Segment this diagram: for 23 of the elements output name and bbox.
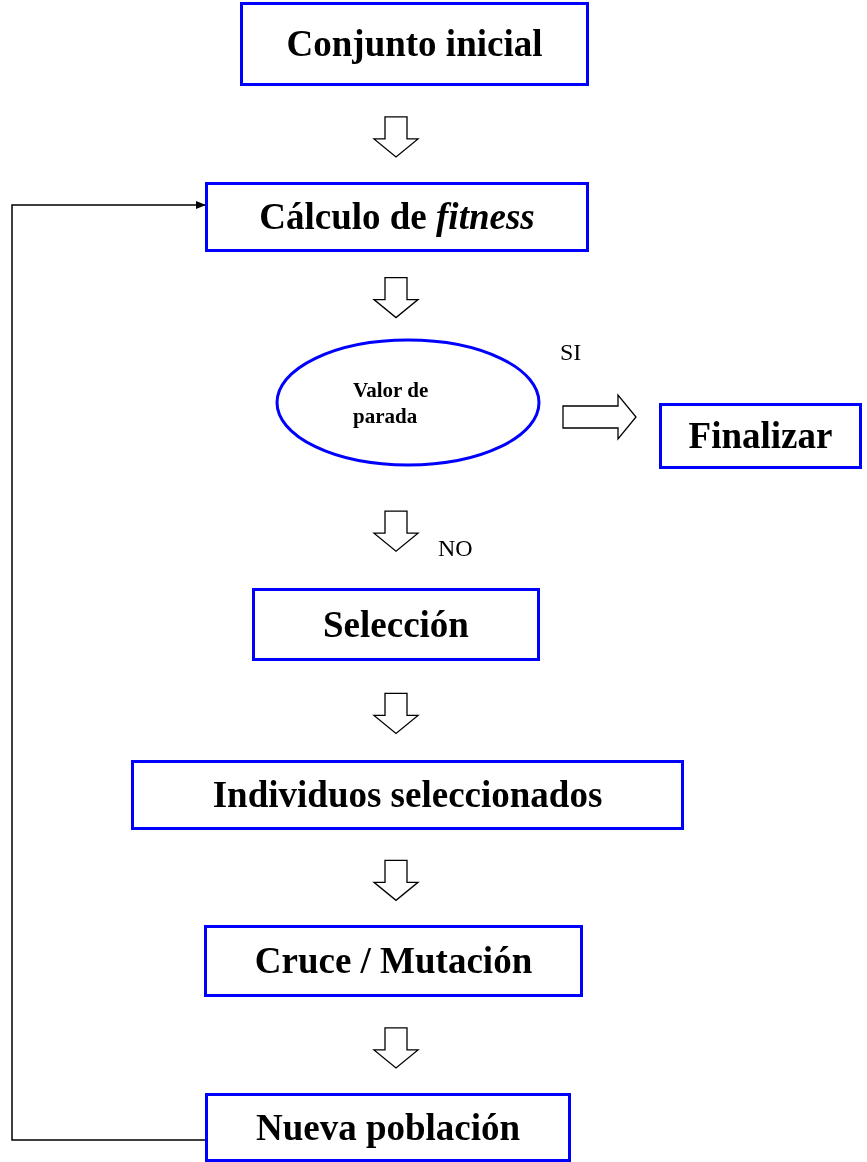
process-box [204, 925, 583, 997]
process-box [252, 588, 540, 661]
node-text: Individuos seleccionados [212, 774, 603, 816]
node-text: Cruce / Mutación [254, 940, 533, 982]
block-arrow [562, 393, 637, 441]
process-box [659, 403, 862, 469]
process-box [131, 760, 684, 830]
node-text: Valor de parada [353, 376, 430, 429]
block-arrow [372, 1027, 420, 1069]
feedback-arrow [11, 201, 206, 1141]
block-arrow [372, 116, 420, 158]
node-text: Conjunto inicial [286, 23, 543, 65]
process-box [240, 2, 589, 86]
node-text: Finalizar [688, 415, 833, 457]
node-text: Cálculo de fitness [259, 196, 535, 238]
block-arrow [372, 510, 420, 552]
node-text: Selección [323, 603, 469, 646]
block-arrow [372, 276, 420, 319]
block-arrow [372, 692, 420, 735]
block-arrow [372, 859, 420, 902]
process-box [205, 1093, 571, 1162]
process-box [205, 182, 589, 252]
node-text: Nueva población [255, 1106, 521, 1149]
